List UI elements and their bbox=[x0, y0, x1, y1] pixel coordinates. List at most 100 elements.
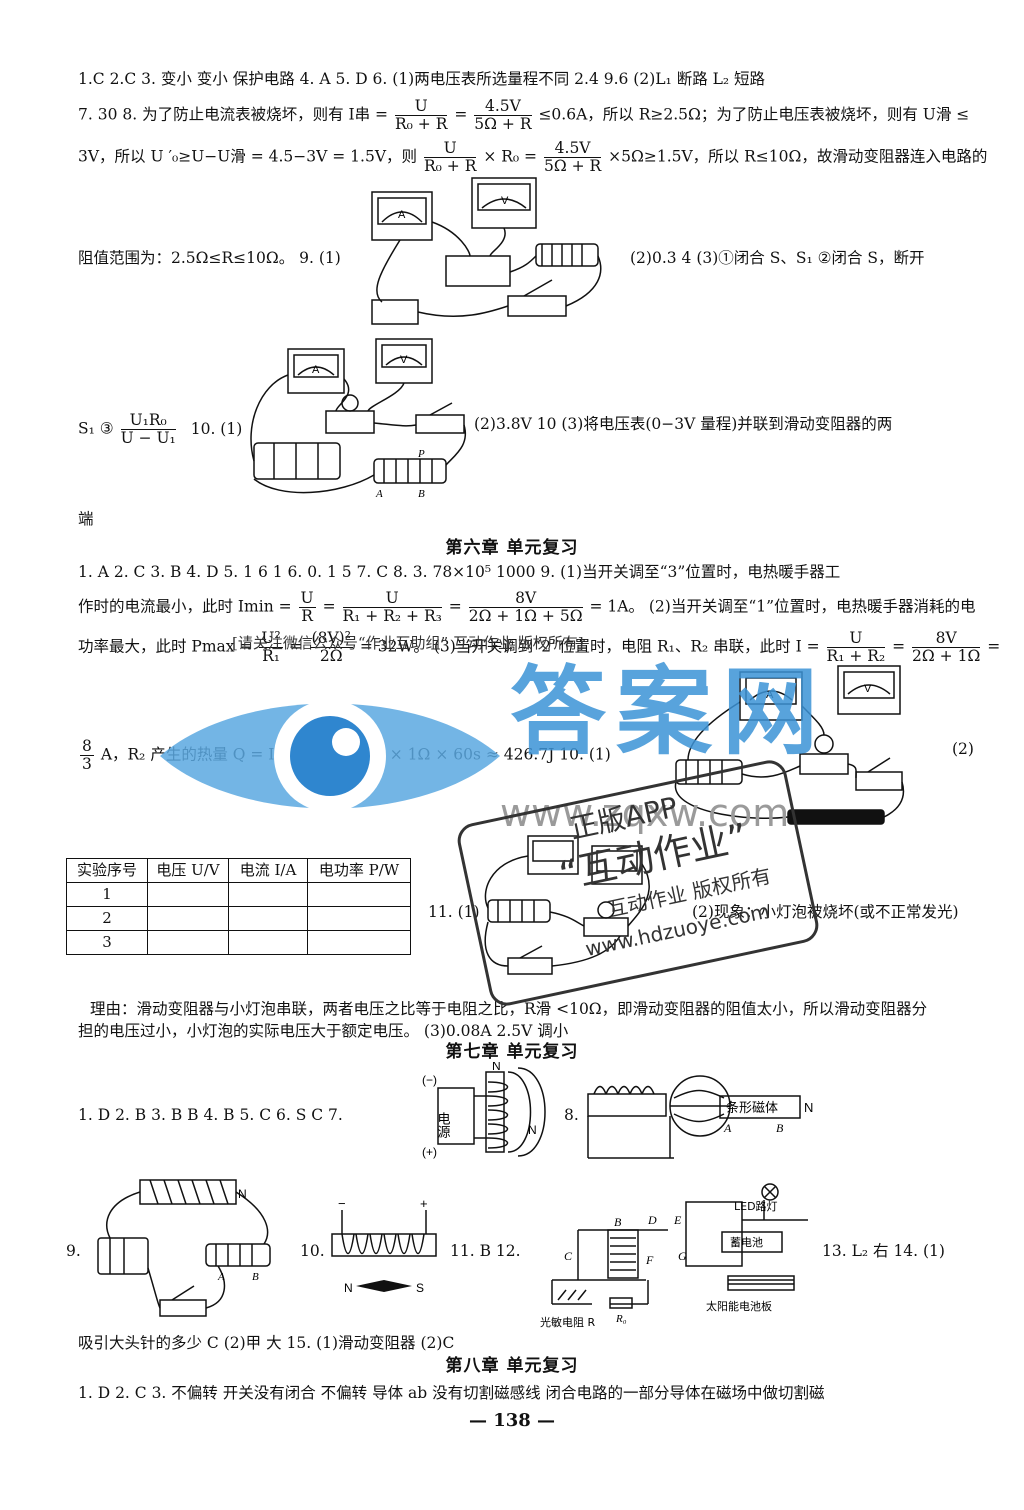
relay-g-label: G bbox=[678, 1249, 687, 1263]
magnet-a-label: A bbox=[723, 1121, 732, 1135]
answer-line-14: 1. D 2. B 3. B B 4. B 5. C 6. S C 7. bbox=[78, 1106, 343, 1124]
text-seg: = bbox=[454, 105, 468, 124]
text-seg: 功率最大，此时 Pmax = bbox=[78, 637, 253, 656]
table-row: 2 bbox=[66, 906, 411, 931]
table-header: 电压 U/V bbox=[147, 858, 229, 883]
answer-line-6: 端 bbox=[78, 510, 94, 528]
answer-line-4b: (2)0.3 4 (3)①闭合 S、S₁ ②闭合 S，断开 bbox=[630, 249, 925, 267]
answer-line-11a: 11. (1) bbox=[428, 903, 480, 921]
table-row: 3 bbox=[66, 930, 411, 955]
table-cell bbox=[147, 882, 229, 907]
plus-label: (+) bbox=[422, 1145, 437, 1159]
text-seg: = bbox=[322, 597, 336, 616]
chapter-7-heading: 第七章 单元复习 bbox=[445, 1042, 579, 1062]
answer-line-4a: 阻值范围为：2.5Ω≤R≤10Ω。 9. (1) bbox=[78, 249, 341, 267]
bar-magnet-figure-8: 条形磁体 N A B bbox=[584, 1068, 824, 1164]
table-cell bbox=[307, 930, 411, 955]
electromagnet-figure-9: N A B bbox=[88, 1172, 288, 1332]
text-seg: 3V，所以 U ′₀≥U−U滑 = 4.5−3V = 1.5V，则 bbox=[78, 147, 418, 166]
table-cell bbox=[147, 930, 229, 955]
magnet-n-label: N bbox=[804, 1100, 813, 1115]
plus-sign: + bbox=[420, 1200, 428, 1211]
voltmeter-label: V bbox=[501, 195, 509, 207]
power-source-label: 电源 bbox=[435, 1112, 451, 1138]
table-cell: 3 bbox=[66, 930, 148, 955]
relay-f-label: F bbox=[645, 1253, 654, 1267]
minus-label: (−) bbox=[422, 1073, 437, 1087]
table-header: 实验序号 bbox=[66, 858, 148, 883]
text-seg: ≤0.6A，所以 R≥2.5Ω；为了防止电压表被烧坏，则有 U滑 ≤ bbox=[538, 105, 970, 124]
magnet-b-label: B bbox=[776, 1121, 784, 1135]
circuit-figure-10: A V P A B bbox=[240, 335, 470, 505]
answer-line-10c: (2) bbox=[952, 740, 974, 758]
text-seg: 作时的电流最小，此时 Imin = bbox=[78, 597, 292, 616]
table-cell bbox=[228, 882, 308, 907]
battery-label: 蓄电池 bbox=[730, 1236, 763, 1249]
answer-line-5c: (2)3.8V 10 (3)将电压表(0−3V 量程)并联到滑动变阻器的两 bbox=[474, 415, 893, 433]
electromagnet-n-label: N bbox=[238, 1187, 247, 1201]
circuit-figure-ch6-10: A V bbox=[668, 662, 908, 832]
answer-line-15a: 9. bbox=[66, 1242, 81, 1260]
answer-line-17: 1. D 2. C 3. 不偏转 开关没有闭合 不偏转 导体 ab 没有切割磁感… bbox=[78, 1384, 825, 1402]
table-cell: 1 bbox=[66, 882, 148, 907]
ammeter-label: A bbox=[312, 364, 320, 376]
led-light-label: LED路灯 bbox=[734, 1200, 778, 1213]
text-seg: A)² × 1Ω × 60s ≈ 426.7J 10. (1) bbox=[361, 745, 611, 764]
table-header: 电功率 P/W bbox=[307, 858, 411, 883]
solar-panel-label: 太阳能电池板 bbox=[706, 1299, 772, 1313]
text-seg: = bbox=[987, 637, 1001, 656]
answer-line-16: 吸引大头针的多少 C (2)甲 大 15. (1)滑动变阻器 (2)C bbox=[78, 1334, 455, 1352]
bar-magnet-label: 条形磁体 bbox=[726, 1100, 778, 1116]
relay-e-label: E bbox=[673, 1213, 682, 1227]
answer-line-15c: 11. B 12. bbox=[450, 1242, 521, 1260]
relay-d-label: D bbox=[647, 1213, 657, 1227]
relay-c-label: C bbox=[564, 1249, 573, 1263]
table-header: 电流 I/A bbox=[228, 858, 308, 883]
relay-b-label: B bbox=[614, 1215, 622, 1229]
table-header-row: 实验序号 电压 U/V 电流 I/A 电功率 P/W bbox=[66, 858, 411, 883]
circuit-figure-ch6-11 bbox=[480, 832, 680, 982]
answer-line-7: 1. A 2. C 3. B 4. D 5. 1 6 1 6. 0. 1 5 7… bbox=[78, 563, 841, 581]
relay-figure-12: LED路灯 蓄电池 太阳能电池板 光敏电阻 R R₀ B C D E F G bbox=[538, 1180, 808, 1332]
text-seg: S₁ ③ bbox=[78, 419, 114, 438]
text-seg: = bbox=[448, 597, 462, 616]
solenoid-figure-10: − + N S bbox=[326, 1200, 442, 1300]
photo-resistor-label: 光敏电阻 R bbox=[540, 1315, 595, 1329]
rheostat-b-label: B bbox=[418, 488, 425, 500]
table-row: 1 bbox=[66, 882, 411, 907]
page-number: — 138 — bbox=[468, 1410, 556, 1431]
answer-line-1: 1.C 2.C 3. 变小 变小 保护电路 4. A 5. D 6. (1)两电… bbox=[78, 70, 766, 88]
solenoid-figure-7: (−) (+) 电源 N N bbox=[418, 1062, 558, 1162]
text-seg: 10. (1) bbox=[190, 419, 243, 438]
r0-label: R₀ bbox=[615, 1313, 627, 1325]
chapter-8-heading: 第八章 单元复习 bbox=[445, 1356, 579, 1376]
table-cell: 2 bbox=[66, 906, 148, 931]
text-seg: = bbox=[892, 637, 906, 656]
rheostat-p-label: P bbox=[417, 448, 425, 460]
text-seg: = 32W。 (3)当开关调到“2”位置时，电阻 R₁、R₂ 串联，此时 I = bbox=[359, 637, 820, 656]
text-seg: = 1A。 (2)当开关调至“1”位置时，电热暖手器消耗的电 bbox=[589, 597, 976, 616]
text-seg: 7. 30 8. 为了防止电流表被烧坏，则有 I串 = bbox=[78, 105, 389, 124]
answer-line-11b: (2)现象：小灯泡被烧坏(或不正常发光) bbox=[692, 903, 959, 921]
voltmeter-label: V bbox=[864, 683, 872, 695]
circuit-figure-9: A V bbox=[360, 172, 610, 332]
chapter-6-heading: 第六章 单元复习 bbox=[445, 538, 579, 558]
table-cell bbox=[228, 930, 308, 955]
table-cell bbox=[228, 906, 308, 931]
